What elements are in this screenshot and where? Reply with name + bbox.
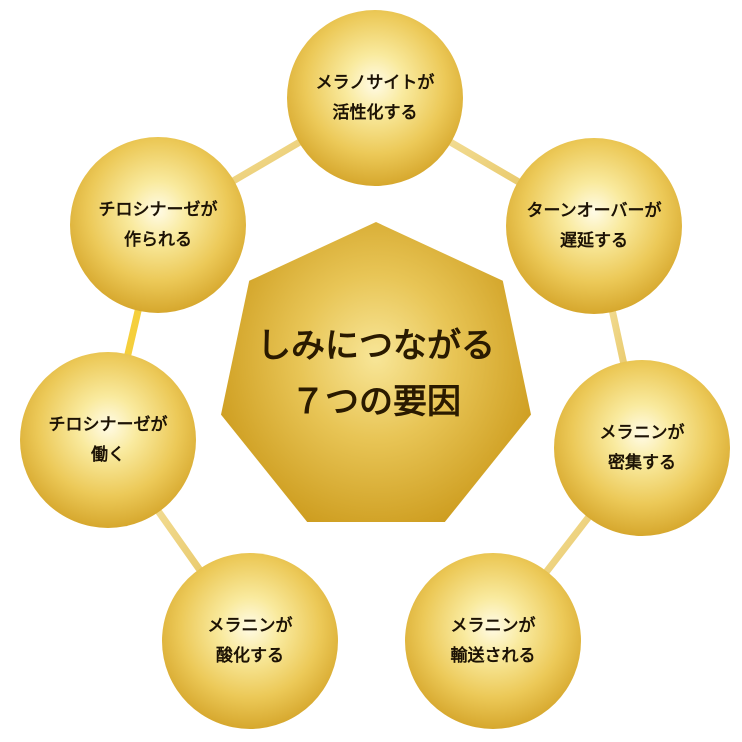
- center-title: しみにつながる ７つの要因: [221, 318, 531, 430]
- factor-circle-1: メラノサイトが 活性化する: [287, 10, 463, 186]
- factor-4-line2: 輸送される: [450, 646, 536, 666]
- factor-5-line1: メラニンが: [207, 616, 293, 636]
- factor-circle-3: メラニンが 密集する: [554, 360, 730, 536]
- factor-circle-4: メラニンが 輸送される: [405, 553, 581, 729]
- factor-1-line1: メラノサイトが: [315, 73, 435, 93]
- factor-1-line2: 活性化する: [332, 103, 418, 123]
- factor-7-line1: チロシナーゼが: [98, 200, 218, 220]
- factor-3-line1: メラニンが: [599, 423, 685, 443]
- center-heptagon: [221, 222, 531, 522]
- factor-circle-2: ターンオーバーが 遅延する: [506, 138, 682, 314]
- factor-4-line1: メラニンが: [450, 616, 536, 636]
- factor-6-line1: チロシナーゼが: [48, 415, 168, 435]
- factor-5-line2: 酸化する: [216, 646, 284, 666]
- center-title-line1: しみにつながる: [257, 326, 495, 366]
- factor-6-line2: 働く: [91, 445, 125, 465]
- factor-circle-6: チロシナーゼが 働く: [20, 352, 196, 528]
- factor-2-line1: ターンオーバーが: [526, 201, 662, 221]
- factor-3-line2: 密集する: [608, 453, 676, 473]
- factor-7-line2: 作られる: [124, 230, 192, 250]
- factor-2-line2: 遅延する: [560, 231, 628, 251]
- center-title-line2: ７つの要因: [291, 382, 461, 422]
- factor-circle-7: チロシナーゼが 作られる: [70, 137, 246, 313]
- factor-circle-5: メラニンが 酸化する: [162, 553, 338, 729]
